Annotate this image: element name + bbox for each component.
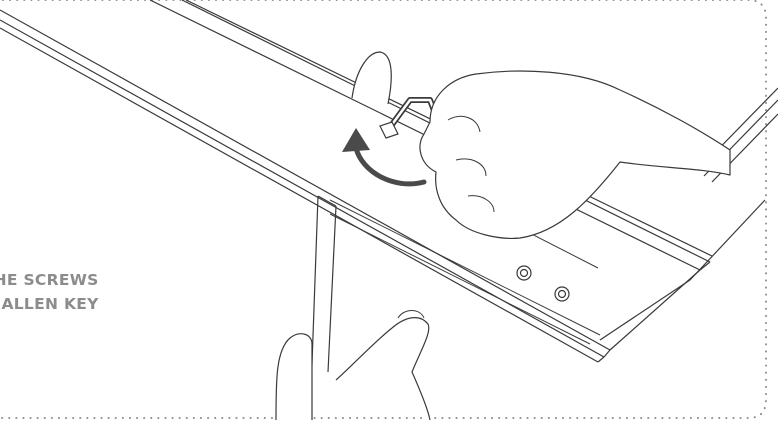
right-hand-finger-lines [447,116,495,213]
supporting-hand-upper [351,51,392,105]
caption-line-2: G THE ALLEN KEY [0,295,99,313]
screw-head-2 [554,286,570,302]
instruction-caption: TEN THE SCREWS G THE ALLEN KEY [0,268,242,316]
caption-line-1: TEN THE SCREWS [0,271,99,289]
bracket-screw [379,121,399,139]
vertical-board [309,195,337,421]
left-hand-thumb [397,310,425,319]
screw-head-1 [516,265,532,281]
dotted-frame-border [0,0,767,419]
left-hand [275,317,431,421]
right-hand [419,70,731,239]
rotation-arrow-icon [353,145,427,187]
rotation-arrow-head [342,128,370,152]
